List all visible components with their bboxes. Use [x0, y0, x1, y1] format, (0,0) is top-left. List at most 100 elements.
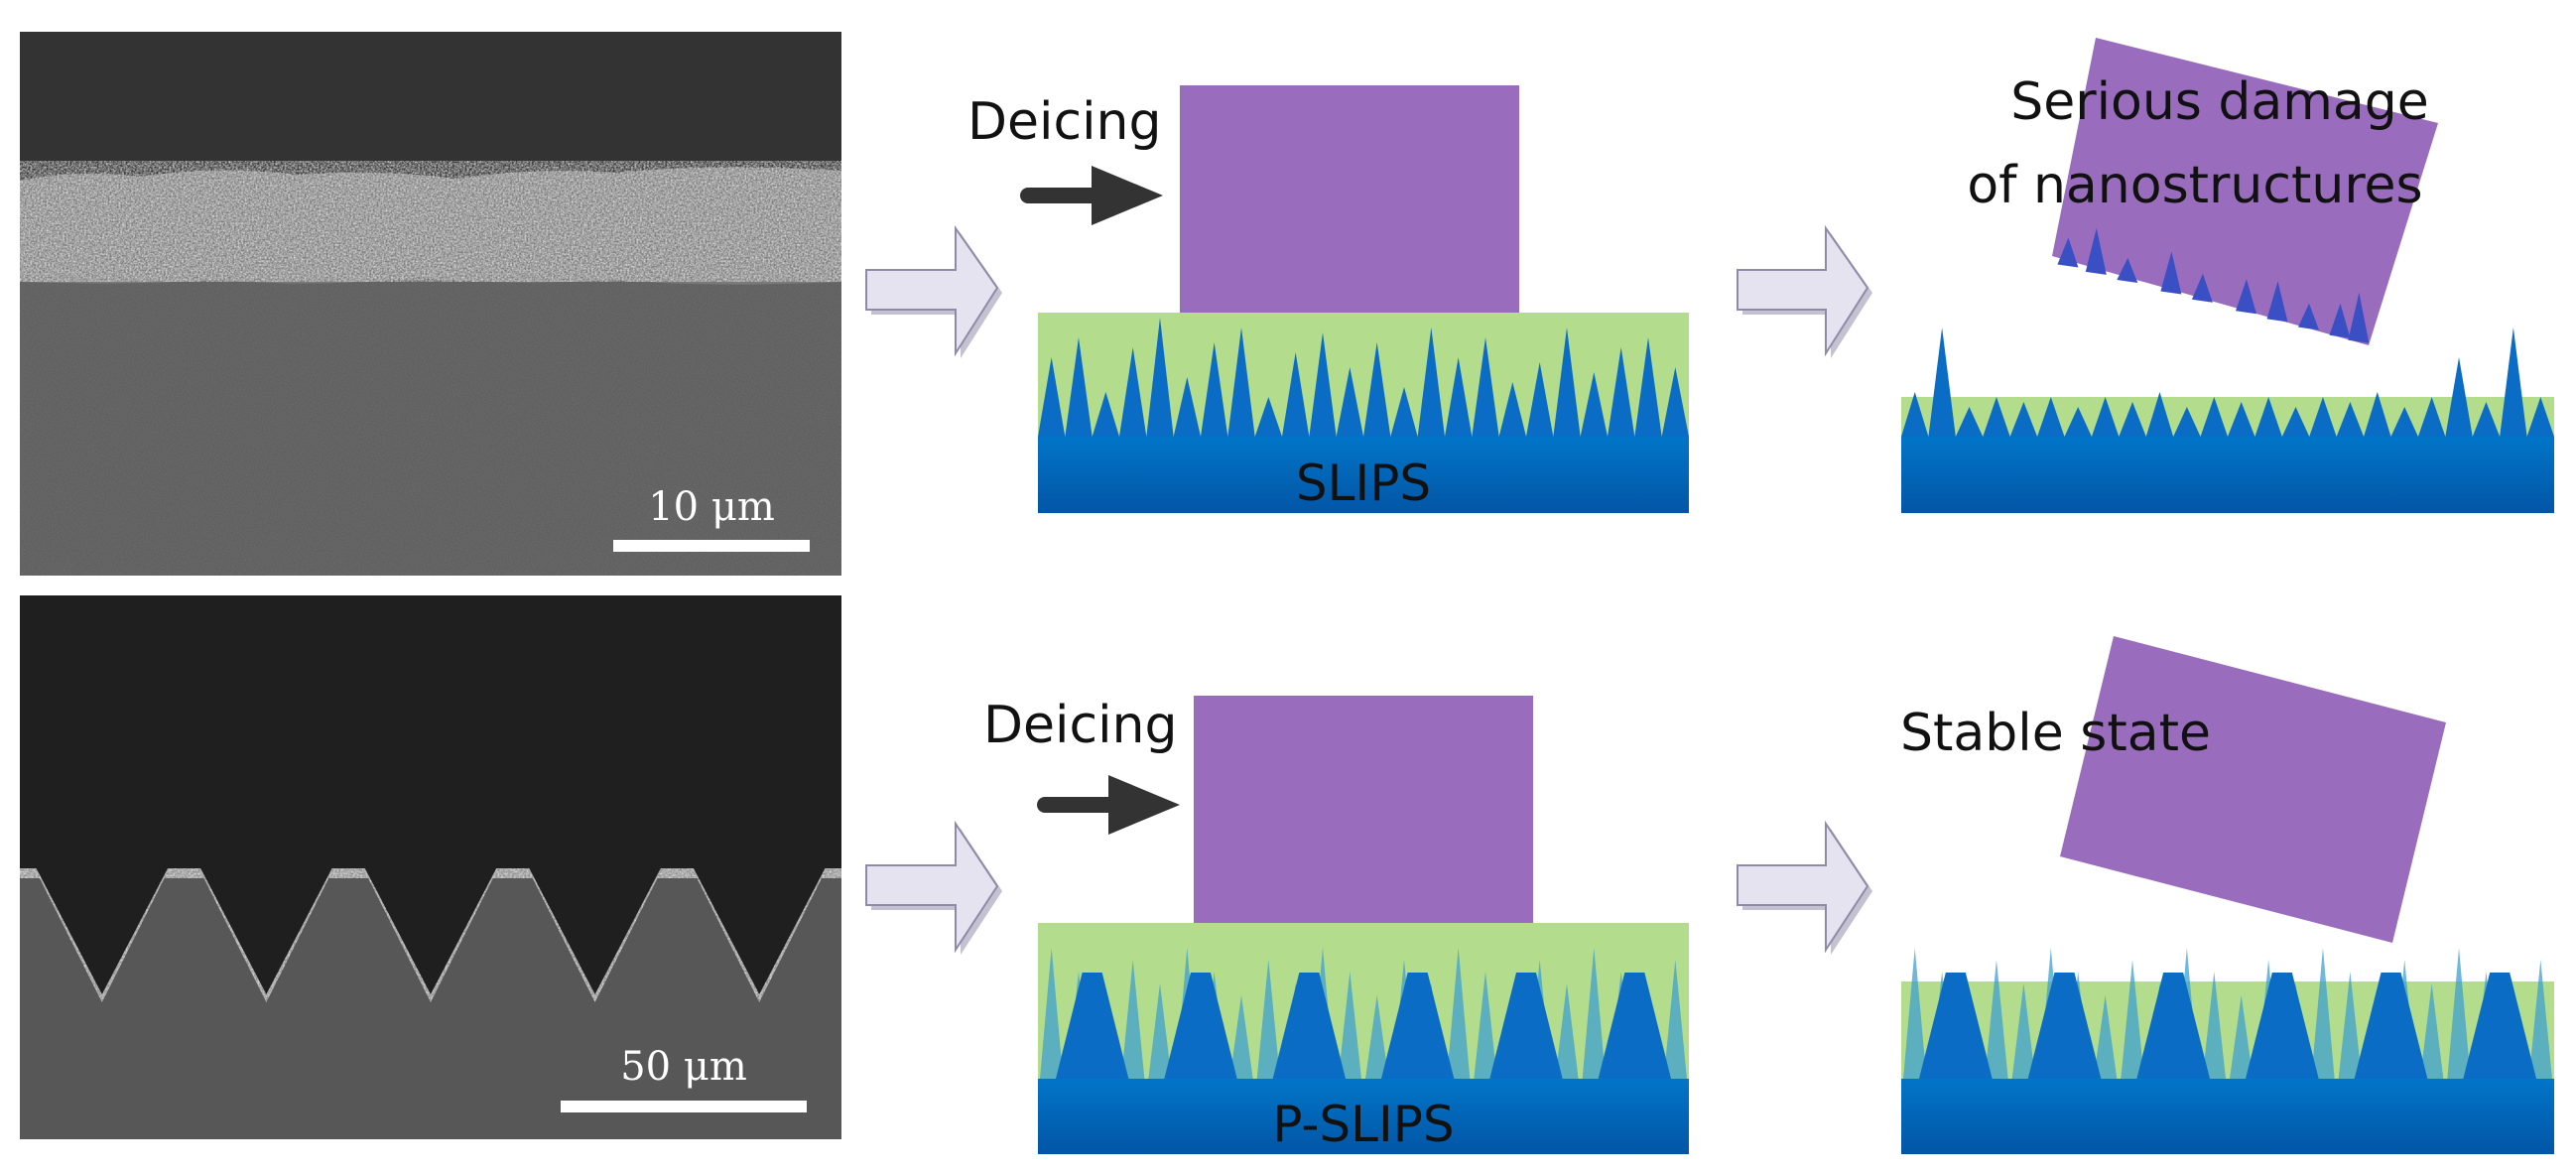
nanostructure-spike: [1903, 948, 1927, 1079]
nanostructure-spike: [1661, 367, 1689, 437]
deicing-label: Deicing: [983, 696, 1177, 755]
sem-image-bottom: 50 μm: [20, 595, 841, 1139]
broken-spike: [2085, 227, 2107, 275]
stable-result-panel: Stable state: [1900, 636, 2554, 1154]
substrate: [1901, 1079, 2554, 1154]
stable-caption: Stable state: [1900, 704, 2211, 763]
broken-spike: [2236, 279, 2256, 315]
nanostructure-spike: [2228, 402, 2255, 437]
micro-pyramid: [2027, 973, 2102, 1079]
nanostructure-spike: [1901, 392, 1929, 437]
detached-ice-block: [2052, 38, 2438, 345]
p-slips-deicing-panel: P-SLIPS Deicing: [983, 696, 1689, 1154]
nanostructure-spike: [1119, 347, 1147, 437]
nanostructure-spike: [2364, 392, 2391, 437]
micro-pyramid: [1056, 973, 1129, 1079]
nanostructure-spike: [2390, 407, 2418, 437]
lubricant-layer: [1038, 923, 1689, 1079]
nanostructure-spike: [1985, 960, 2008, 1079]
nanostructure-spike: [2417, 397, 2446, 437]
micro-pyramid: [1381, 973, 1455, 1079]
nanostructure-spike: [2200, 397, 2228, 437]
scale-bar-label: 50 μm: [620, 1044, 747, 1090]
nanostructure-spike: [2145, 392, 2174, 437]
process-arrow-icon: [865, 224, 1002, 358]
nanostructure-spike: [1498, 382, 1526, 437]
nanostructure-spike: [2419, 983, 2444, 1079]
nanostructure-spike: [1555, 983, 1579, 1079]
lubricant-layer: [1901, 981, 2554, 1079]
micro-pyramid: [2463, 973, 2536, 1079]
micro-pyramid: [1598, 973, 1671, 1079]
nanostructure-spike: [2500, 327, 2527, 437]
ice-block: [1180, 85, 1519, 313]
nanostructure-spike: [2338, 972, 2363, 1079]
nanostructure-spikes: [1040, 948, 1687, 1079]
push-arrow-icon: [1020, 166, 1163, 225]
nanostructure-spike: [2119, 402, 2146, 437]
damage-caption: Serious damage: [2010, 72, 2429, 132]
nanostructure-spike: [1254, 397, 1282, 437]
nanostructure-spike: [1148, 983, 1172, 1079]
nanostructure-spike: [2336, 402, 2365, 437]
nanostructure-spike: [2445, 357, 2473, 437]
nanostructure-spike: [1365, 995, 1389, 1079]
nanostructure-spike: [2121, 960, 2144, 1079]
substrate: [1038, 1079, 1689, 1154]
nanostructure-spike: [1582, 948, 1606, 1079]
ice-block: [1194, 696, 1533, 923]
process-arrow-icon: [1737, 224, 1872, 358]
nanostructure-spike: [2064, 407, 2092, 437]
nanostructure-spike: [1282, 352, 1310, 437]
nanostructure-spike: [2472, 402, 2501, 437]
nanostructure-spike: [1955, 407, 1984, 437]
substrate-label: SLIPS: [1296, 455, 1431, 512]
broken-spike: [2191, 273, 2213, 303]
substrate-label: P-SLIPS: [1272, 1096, 1454, 1153]
nanostructure-spike: [1336, 367, 1363, 437]
nanostructure-spike: [1447, 948, 1471, 1079]
nanostructure-spike: [1580, 372, 1608, 437]
micro-pyramid: [2136, 973, 2210, 1079]
nanostructure-spike: [2011, 983, 2036, 1079]
nanostructure-spike: [1146, 318, 1174, 437]
nanostructure-spike: [1121, 960, 1145, 1079]
micro-pyramid: [1919, 973, 1993, 1079]
nanostructure-spike: [1309, 332, 1337, 437]
nanostructure-spike: [1338, 972, 1361, 1079]
broken-spike: [2117, 258, 2138, 284]
nanostructure-spike: [1040, 948, 1064, 1079]
nanostructure-spikes: [1901, 327, 2554, 437]
nanostructure-spike: [2093, 995, 2118, 1079]
nanostructure-spike: [1363, 342, 1391, 437]
nanostructure-spike: [1526, 362, 1554, 437]
nanostructure-spikes: [1903, 948, 2552, 1079]
broken-spike: [2057, 237, 2079, 268]
nanostructure-spike: [2309, 397, 2337, 437]
nanostructure-spike: [1608, 347, 1635, 437]
nanostructure-spike: [1928, 327, 1956, 437]
lubricant-layer: [1901, 397, 2554, 437]
nanostructure-spike: [1227, 327, 1255, 437]
nanostructure-spike: [2173, 407, 2201, 437]
nanostructure-spike: [2037, 397, 2065, 437]
broken-spike: [2298, 303, 2319, 330]
micro-pyramid: [1272, 973, 1346, 1079]
nanostructure-spike: [1229, 995, 1253, 1079]
nanostructure-spike: [1201, 342, 1228, 437]
micro-pyramid: [2246, 973, 2319, 1079]
nanostructure-spike: [2009, 402, 2038, 437]
damage-caption: of nanostructures: [1967, 156, 2422, 215]
push-arrow-icon: [1037, 775, 1180, 835]
broken-spike: [2266, 281, 2288, 323]
nanostructure-spike: [1634, 337, 1662, 437]
broken-spike: [2329, 303, 2351, 338]
nanostructure-spike: [2311, 948, 2335, 1079]
nanostructure-spike: [1474, 972, 1497, 1079]
nanostructure-spike: [1092, 392, 1119, 437]
nanostructure-spike: [2230, 995, 2254, 1079]
patterned-substrate: [20, 878, 841, 1139]
micro-pyramid: [1489, 973, 1563, 1079]
damaged-result-panel: Serious damage of nanostructures: [1901, 38, 2554, 513]
nanostructure-spike: [2526, 397, 2554, 437]
